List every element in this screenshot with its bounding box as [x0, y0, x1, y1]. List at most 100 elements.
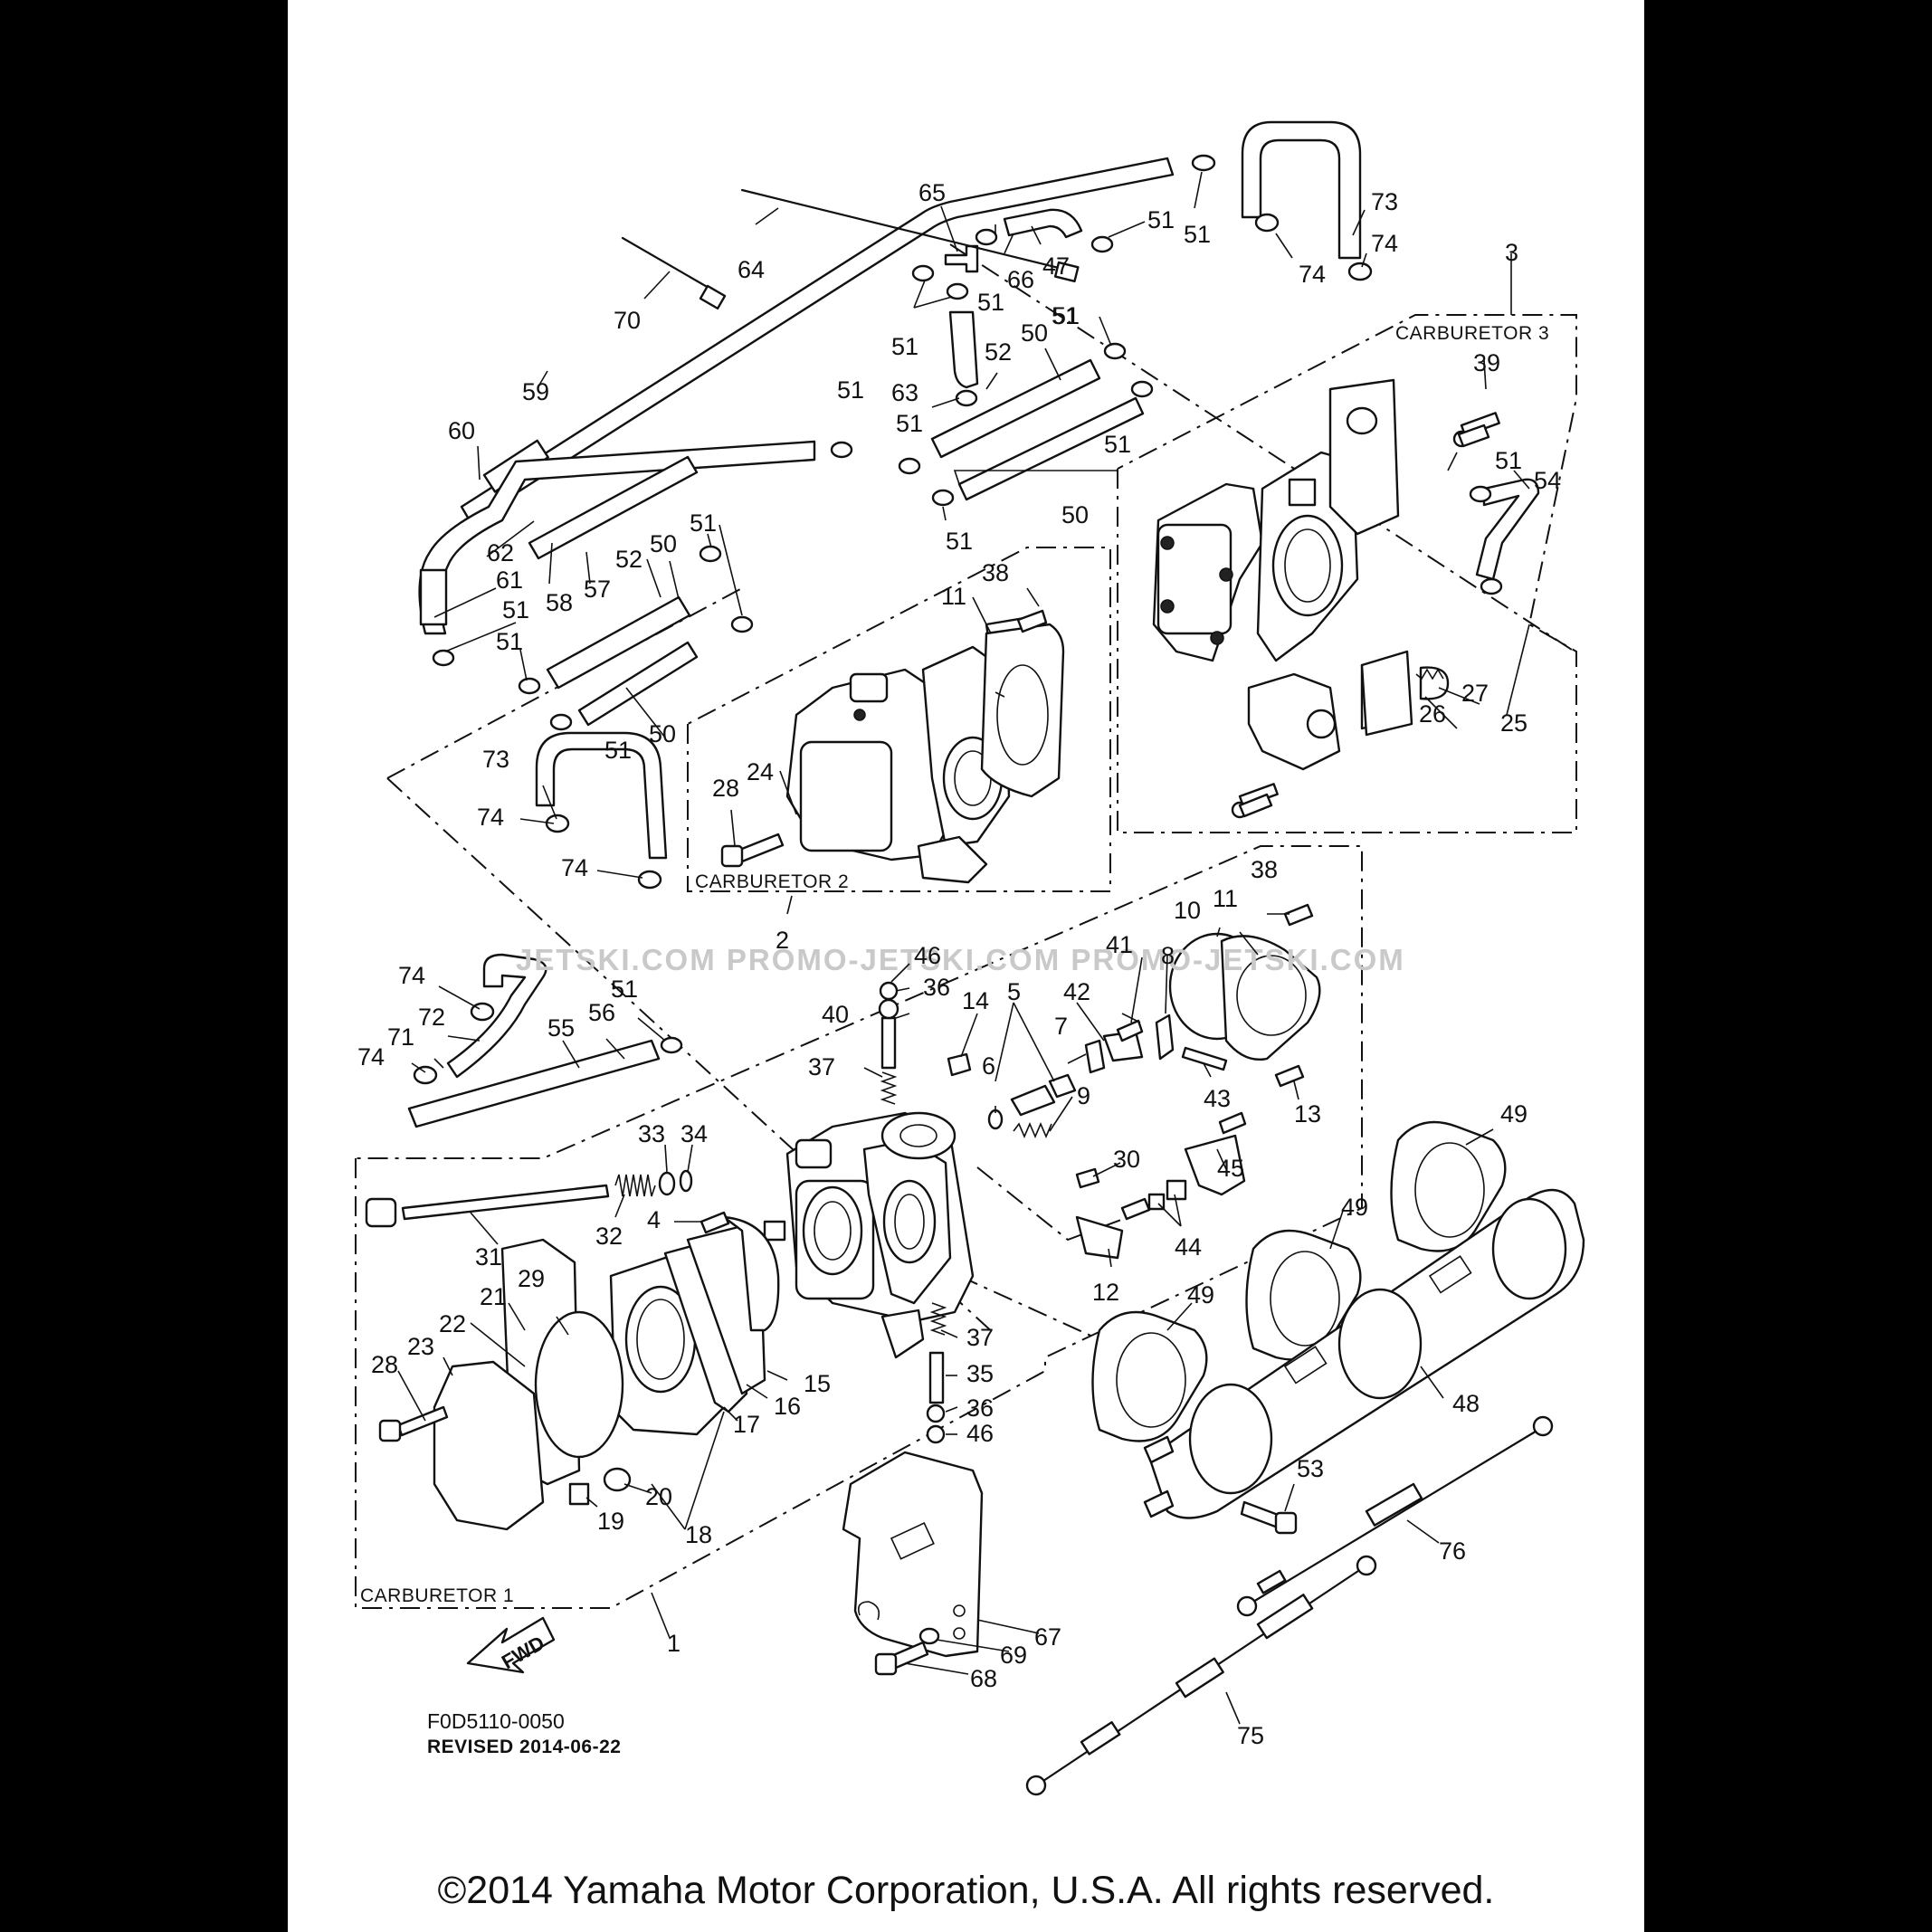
bracket-8 — [1155, 1014, 1175, 1061]
screw-28-carb2 — [736, 833, 785, 863]
needle-5 — [1010, 1084, 1056, 1117]
callout-69: 69 — [1000, 1642, 1027, 1669]
cover-22 — [433, 1360, 545, 1531]
screw-13 — [1274, 1064, 1305, 1088]
o-ring-34 — [679, 1169, 693, 1193]
callout-46: 46 — [914, 942, 941, 969]
bolt-53 — [1240, 1500, 1282, 1529]
cable-tie-head — [699, 284, 727, 310]
needle-5b — [1048, 1073, 1077, 1099]
callout-70: 70 — [614, 307, 641, 334]
callout-28: 28 — [371, 1351, 398, 1378]
callout-74: 74 — [357, 1043, 385, 1071]
revision-date: REVISED 2014-06-22 — [427, 1737, 621, 1757]
o-ring-36 — [879, 981, 899, 1001]
callout-37: 37 — [808, 1053, 835, 1080]
screw-38-carb2 — [1016, 609, 1048, 633]
callout-5: 5 — [1007, 978, 1021, 1005]
spring-37-lower — [929, 1302, 947, 1336]
callout-65: 65 — [918, 179, 946, 206]
callout-1: 1 — [667, 1630, 680, 1657]
fwd-arrow-icon: FWD — [466, 1616, 556, 1673]
callout-2: 2 — [776, 927, 789, 954]
callout-51: 51 — [837, 376, 864, 404]
callout-53: 53 — [1297, 1455, 1324, 1482]
callout-46: 46 — [966, 1420, 994, 1447]
callout-51: 51 — [502, 596, 529, 623]
spring-32 — [614, 1174, 656, 1197]
callout-8: 8 — [1161, 942, 1175, 969]
callout-51: 51 — [1184, 221, 1211, 248]
callout-67: 67 — [1034, 1623, 1061, 1651]
callout-73: 73 — [482, 746, 509, 773]
hose-72 — [446, 953, 547, 1079]
callout-74: 74 — [477, 804, 504, 831]
fuel-hose-50-left — [577, 641, 699, 727]
callout-14: 14 — [962, 987, 989, 1014]
callout-62: 62 — [487, 539, 514, 566]
callout-51b: 51 — [1052, 302, 1079, 329]
callout-20: 20 — [645, 1483, 672, 1510]
callout-50: 50 — [1021, 319, 1048, 347]
screw-carb3 — [1238, 793, 1273, 818]
callout-74: 74 — [398, 962, 425, 989]
cable-tie-head — [1053, 261, 1080, 283]
callout-numbers: 65 51 66 47 51 51 73 74 74 64 70 51 51 3… — [357, 179, 1561, 1749]
u-hose-73-left — [535, 731, 668, 860]
callout-21: 21 — [480, 1283, 507, 1310]
callout-50: 50 — [649, 720, 676, 747]
callout-40: 40 — [822, 1001, 849, 1028]
callout-51: 51 — [496, 628, 523, 655]
callout-51: 51 — [690, 509, 717, 537]
copyright-notice: ©2014 Yamaha Motor Corporation, U.S.A. A… — [437, 1869, 1495, 1912]
callout-17: 17 — [733, 1411, 760, 1438]
cable-tie-64 — [740, 188, 1068, 271]
screw-45 — [1218, 1111, 1247, 1135]
callout-9: 9 — [1077, 1082, 1090, 1109]
spring-37 — [880, 1071, 898, 1105]
callout-6: 6 — [982, 1052, 995, 1080]
callout-48: 48 — [1452, 1390, 1480, 1417]
callout-51: 51 — [1052, 302, 1080, 329]
callout-51: 51 — [1495, 447, 1522, 474]
callout-41: 41 — [1106, 931, 1133, 958]
adjust-screw-31 — [401, 1184, 610, 1221]
screw-head-31 — [365, 1197, 397, 1228]
cover-26 — [1360, 650, 1413, 737]
diaphragm-15 — [722, 1215, 780, 1332]
spring-7 — [1084, 1039, 1106, 1074]
callout-51: 51 — [891, 333, 918, 360]
carburetor-1-body — [763, 1111, 975, 1359]
callout-29: 29 — [518, 1265, 545, 1292]
callout-56: 56 — [588, 999, 615, 1026]
callout-63: 63 — [891, 379, 918, 406]
callout-74: 74 — [1371, 230, 1398, 257]
callout-44: 44 — [1175, 1233, 1202, 1261]
hose-63 — [948, 310, 979, 389]
carburetor-3-label: CARBURETOR 3 — [1395, 323, 1549, 344]
callout-51: 51 — [896, 410, 923, 437]
callout-4: 4 — [647, 1206, 661, 1233]
watermark: JETSKI.COM PROMO-JETSKI.COM PROMO-JETSKI… — [516, 943, 1405, 976]
callout-11: 11 — [941, 583, 966, 610]
callout-25: 25 — [1500, 709, 1528, 737]
callout-74: 74 — [561, 854, 588, 881]
carburetor-2-label: CARBURETOR 2 — [695, 871, 849, 892]
hose-55 — [407, 1039, 661, 1128]
jet-14 — [947, 1052, 972, 1077]
callout-7: 7 — [1054, 1013, 1068, 1040]
hose-57 — [528, 455, 699, 560]
callout-73: 73 — [1371, 188, 1398, 215]
callout-49: 49 — [1187, 1281, 1214, 1309]
washer-69 — [918, 1627, 940, 1645]
diagram-code: F0D5110-0050 — [427, 1709, 565, 1733]
callout-22: 22 — [439, 1310, 466, 1337]
callout-33: 33 — [638, 1120, 665, 1147]
hose-clamps — [413, 154, 1503, 1085]
callout-66: 66 — [1007, 266, 1034, 293]
fuel-hose-50-right — [957, 396, 1145, 501]
diaphragm-29 — [534, 1310, 624, 1459]
callout-50: 50 — [1061, 501, 1089, 528]
cable-76 — [1252, 1428, 1540, 1604]
